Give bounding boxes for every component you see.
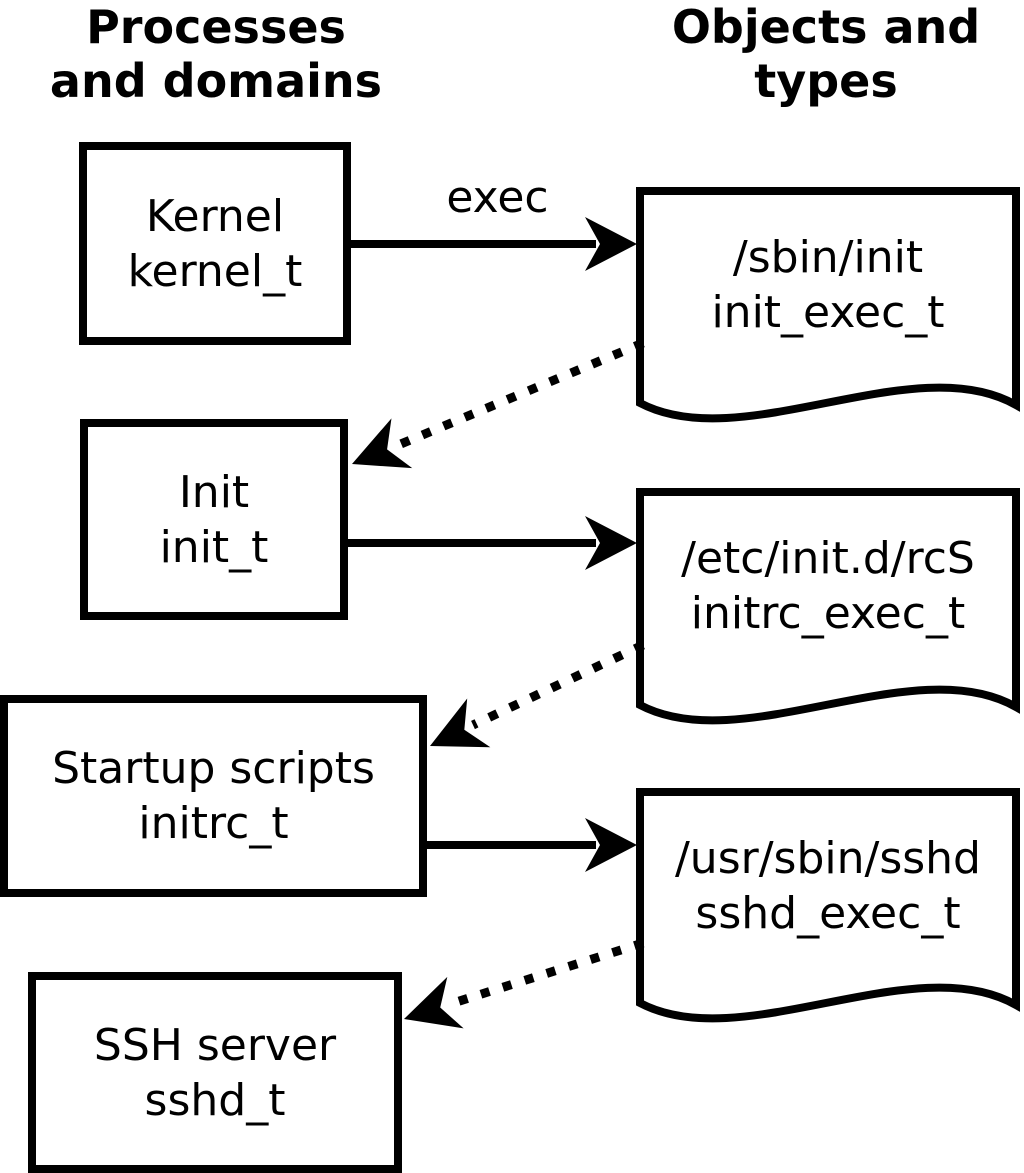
object-type: initrc_exec_t (690, 587, 966, 639)
process-label: Startup scripts (52, 743, 375, 794)
process-box-kernel: Kernel kernel_t (79, 142, 351, 345)
process-box-init: Init init_t (80, 419, 348, 620)
object-type: sshd_exec_t (695, 887, 961, 939)
exec-arrow-initrc-to-sshd-head (585, 818, 637, 872)
exec-arrow-init-to-rcs-head (585, 516, 637, 570)
transition-arrow-sshd-exec-to-sshd-head (404, 976, 464, 1029)
transition-arrow-initrc-exec-to-initrc-head (430, 698, 491, 748)
object-path: /sbin/init (732, 231, 924, 283)
transition-arrow-init-exec-to-init (394, 338, 645, 451)
exec-arrow-kernel-to-init-head (585, 217, 637, 271)
process-label: Init (178, 466, 250, 518)
process-type: initrc_t (138, 798, 289, 849)
column-header-line: and domains (49, 54, 383, 108)
column-header-line: types (754, 54, 898, 108)
column-header-line: Processes (86, 0, 346, 54)
document-label-usr-sbin-sshd: /usr/sbin/sshd sshd_exec_t (648, 792, 1008, 1005)
transition-arrow-initrc-exec-to-initrc (471, 640, 645, 730)
transition-arrow-init-exec-to-init-head (352, 418, 413, 469)
process-type: sshd_t (144, 1074, 286, 1126)
column-header-line: Objects and (671, 0, 981, 54)
document-label-etc-init-d-rcs: /etc/init.d/rcS initrc_exec_t (648, 492, 1008, 705)
exec-arrow-label: exec (446, 172, 549, 223)
transition-arrow-sshd-exec-to-sshd (448, 938, 645, 1009)
process-type: kernel_t (127, 245, 303, 297)
process-box-startup-scripts: Startup scripts initrc_t (0, 695, 427, 897)
column-header-objects: Objects and types (628, 0, 1024, 108)
process-label: Kernel (145, 190, 285, 242)
object-path: /usr/sbin/sshd (674, 832, 981, 884)
process-type: init_t (159, 521, 269, 573)
document-label-sbin-init: /sbin/init init_exec_t (648, 191, 1008, 404)
process-box-ssh-server: SSH server sshd_t (28, 972, 402, 1173)
column-header-processes: Processes and domains (0, 0, 432, 108)
object-type: init_exec_t (711, 286, 945, 338)
object-path: /etc/init.d/rcS (681, 532, 975, 584)
process-label: SSH server (93, 1019, 337, 1071)
